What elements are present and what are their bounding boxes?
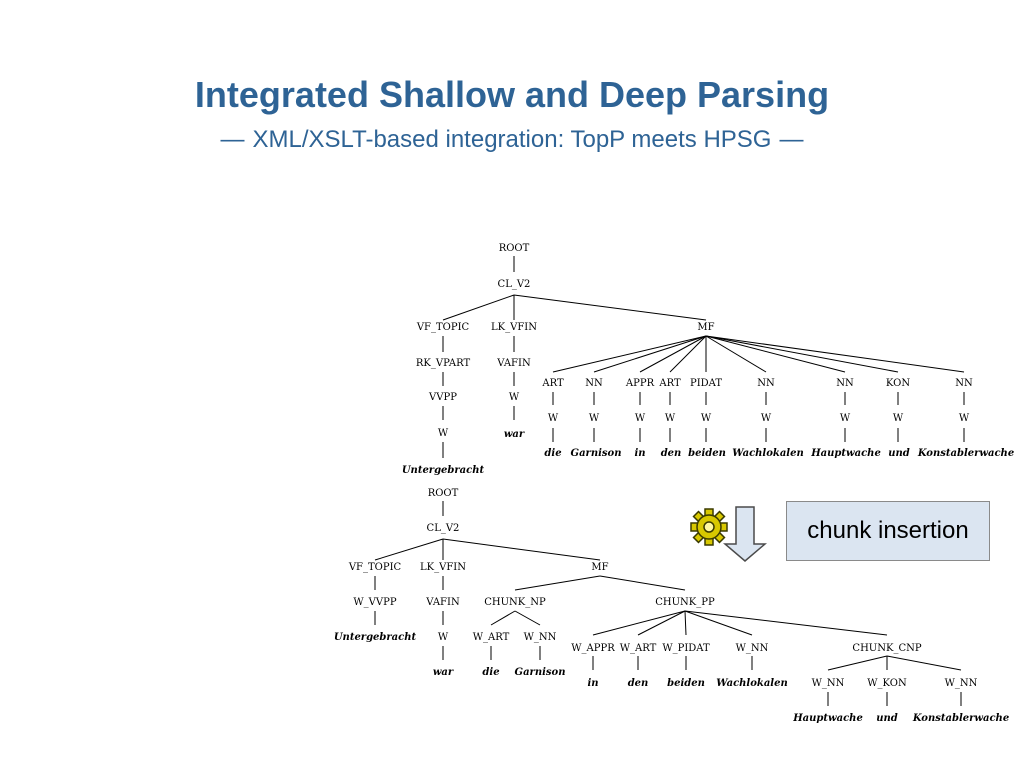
word-die: die: [482, 667, 499, 678]
node-mf: MF: [697, 322, 714, 333]
word-hauptwache: Hauptwache: [792, 713, 863, 724]
word-untergebracht: Untergebracht: [402, 465, 485, 476]
node-vf-topic: VF_TOPIC: [348, 562, 402, 573]
node-root: ROOT: [428, 488, 459, 499]
node-kon: KON: [886, 378, 910, 389]
node-cl-v2: CL_V2: [498, 279, 531, 290]
gear-icon: [690, 508, 728, 546]
bottom-parse-tree: ROOT CL_V2 VF_TOPIC LK_VFIN MF W_VVPP VA…: [334, 488, 1009, 724]
word-beiden: beiden: [667, 678, 705, 689]
word-in: in: [587, 678, 598, 689]
node-w-nn: W_NN: [945, 678, 978, 689]
node-w: W: [438, 632, 449, 643]
node-vafin: VAFIN: [425, 597, 460, 608]
node-nn: NN: [955, 378, 973, 389]
node-w: W: [589, 413, 600, 424]
node-w-kon: W_KON: [867, 678, 907, 689]
node-w-art: W_ART: [620, 643, 657, 654]
node-art: ART: [541, 378, 564, 389]
node-w-nn: W_NN: [812, 678, 845, 689]
node-w-appr: W_APPR: [571, 643, 615, 654]
word-wachlokalen: Wachlokalen: [716, 678, 788, 689]
node-w: W: [761, 413, 772, 424]
node-w: W: [959, 413, 970, 424]
node-chunk-cnp: CHUNK_CNP: [852, 643, 921, 654]
subtitle-text: XML/XSLT-based integration: TopP meets H…: [252, 126, 772, 153]
word-garnison: Garnison: [571, 448, 622, 459]
slide-subtitle: — XML/XSLT-based integration: TopP meets …: [0, 126, 1024, 154]
node-chunk-pp: CHUNK_PP: [655, 597, 715, 608]
node-w-nn: W_NN: [736, 643, 769, 654]
node-appr: APPR: [625, 378, 655, 389]
node-w: W: [548, 413, 559, 424]
node-rk-vpart: RK_VPART: [416, 358, 471, 369]
node-w-pidat: W_PIDAT: [662, 643, 710, 654]
word-war: war: [433, 667, 454, 678]
node-w: W: [438, 428, 449, 439]
node-vf-topic: VF_TOPIC: [416, 322, 470, 333]
word-und: und: [888, 448, 910, 459]
word-wachlokalen: Wachlokalen: [732, 448, 804, 459]
word-konstablerwache: Konstablerwache: [917, 448, 1014, 459]
node-cl-v2: CL_V2: [427, 523, 460, 534]
node-mf: MF: [591, 562, 608, 573]
node-w: W: [701, 413, 712, 424]
node-lk-vfin: LK_VFIN: [491, 322, 537, 333]
word-hauptwache: Hauptwache: [810, 448, 881, 459]
word-den: den: [628, 678, 649, 689]
node-w: W: [635, 413, 646, 424]
word-den: den: [661, 448, 682, 459]
top-parse-tree: ROOT CL_V2 VF_TOPIC LK_VFIN MF RK_VPART …: [402, 243, 1014, 476]
node-nn: NN: [585, 378, 603, 389]
word-konstablerwache: Konstablerwache: [912, 713, 1009, 724]
node-root: ROOT: [499, 243, 530, 254]
chunk-insertion-label: chunk insertion: [786, 501, 990, 561]
word-beiden: beiden: [688, 448, 726, 459]
node-w-nn: W_NN: [524, 632, 557, 643]
dash-right: —: [779, 126, 804, 153]
slide-title: Integrated Shallow and Deep Parsing: [194, 74, 830, 115]
word-untergebracht: Untergebracht: [334, 632, 417, 643]
word-war: war: [504, 429, 525, 440]
node-vafin: VAFIN: [496, 358, 531, 369]
word-die: die: [544, 448, 561, 459]
down-arrow-icon: [723, 506, 767, 562]
word-garnison: Garnison: [515, 667, 566, 678]
node-pidat: PIDAT: [690, 378, 722, 389]
dash-left: —: [220, 126, 245, 153]
node-nn: NN: [757, 378, 775, 389]
node-w-art: W_ART: [473, 632, 510, 643]
node-vvpp: VVPP: [428, 392, 457, 403]
node-w: W: [893, 413, 904, 424]
node-nn: NN: [836, 378, 854, 389]
node-w: W: [509, 392, 520, 403]
word-in: in: [634, 448, 645, 459]
node-lk-vfin: LK_VFIN: [420, 562, 466, 573]
node-chunk-np: CHUNK_NP: [484, 597, 546, 608]
node-w: W: [840, 413, 851, 424]
node-art: ART: [658, 378, 681, 389]
node-w: W: [665, 413, 676, 424]
word-und: und: [876, 713, 898, 724]
node-w-vvpp: W_VVPP: [353, 597, 396, 608]
